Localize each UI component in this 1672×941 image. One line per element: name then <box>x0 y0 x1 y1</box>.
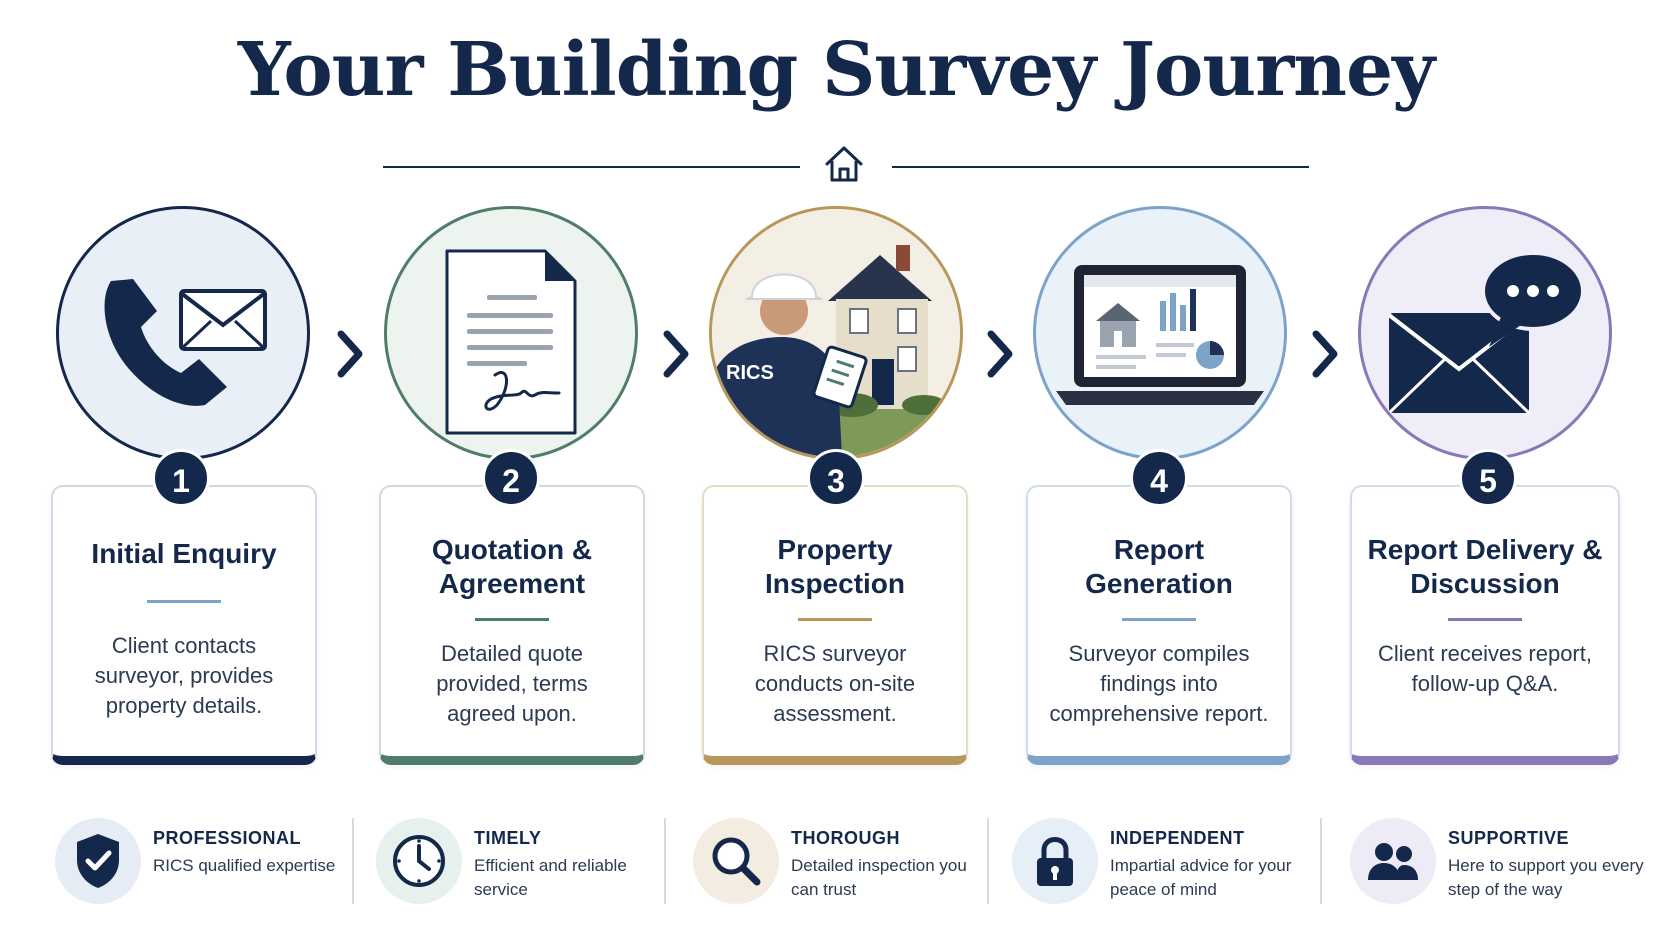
feature-thorough: THOROUGH Detailed inspection you can tru… <box>693 818 983 908</box>
feature-professional: PROFESSIONAL RICS qualified expertise <box>55 818 345 908</box>
step-card-1: Initial Enquiry Client contacts surveyor… <box>51 485 317 765</box>
clock-icon <box>393 835 445 887</box>
step-title: Report Delivery & Discussion <box>1367 534 1603 599</box>
step-divider <box>475 618 549 621</box>
feature-description: RICS qualified expertise <box>153 856 336 875</box>
chevron-right-icon <box>1312 330 1338 378</box>
step-number-2: 2 <box>482 449 540 507</box>
step-number-3: 3 <box>807 449 865 507</box>
step-description: Client receives report, follow-up Q&A. <box>1378 641 1592 696</box>
feature-description: Here to support you every step of the wa… <box>1448 856 1644 899</box>
step-title: Report Generation <box>1085 534 1233 599</box>
chevron-right-icon <box>337 330 363 378</box>
people-icon <box>1368 843 1418 880</box>
step-5-illustration <box>1358 206 1612 460</box>
step-2-illustration <box>384 206 638 460</box>
feature-title: THOROUGH <box>791 828 900 848</box>
step-number-1: 1 <box>152 449 210 507</box>
step-number-4: 4 <box>1130 449 1188 507</box>
feature-title: PROFESSIONAL <box>153 828 302 848</box>
feature-supportive: SUPPORTIVE Here to support you every ste… <box>1350 818 1650 908</box>
feature-title: SUPPORTIVE <box>1448 828 1570 848</box>
step-divider <box>147 600 221 603</box>
step-description: RICS surveyor conducts on-site assessmen… <box>754 641 916 726</box>
feature-divider <box>987 818 989 904</box>
step-title: Quotation & Agreement <box>431 534 593 599</box>
envelope-chat-icon <box>1387 251 1585 415</box>
step-card-4: Report Generation Surveyor compiles find… <box>1026 485 1292 765</box>
step-4-illustration <box>1033 206 1287 460</box>
step-description: Detailed quote provided, terms agreed up… <box>436 641 588 726</box>
step-card-3: Property Inspection RICS surveyor conduc… <box>702 485 968 765</box>
feature-independent: INDEPENDENT Impartial advice for your pe… <box>1012 818 1312 908</box>
step-title: Initial Enquiry <box>91 538 277 569</box>
padlock-icon <box>1037 837 1073 886</box>
step-divider <box>798 618 872 621</box>
rics-badge-text: RICS <box>726 362 774 384</box>
step-description: Client contacts surveyor, provides prope… <box>94 633 274 718</box>
laptop-report-icon <box>1056 265 1264 405</box>
step-3-illustration: RICS <box>709 206 963 460</box>
feature-description: Efficient and reliable service <box>474 856 627 899</box>
feature-title: TIMELY <box>474 828 542 848</box>
feature-description: Detailed inspection you can trust <box>791 856 967 899</box>
surveyor-house-icon: RICS <box>712 209 960 457</box>
step-number-5: 5 <box>1459 449 1517 507</box>
signed-document-icon <box>445 249 577 435</box>
page-title: Your Building Survey Journey <box>237 27 1435 113</box>
feature-title: INDEPENDENT <box>1110 828 1245 848</box>
feature-divider <box>664 818 666 904</box>
title-divider-right <box>892 166 1309 168</box>
shield-check-icon <box>77 834 119 888</box>
step-divider <box>1448 618 1522 621</box>
title-divider-left <box>383 166 800 168</box>
step-card-5: Report Delivery & Discussion Client rece… <box>1350 485 1620 765</box>
chevron-right-icon <box>987 330 1013 378</box>
magnifier-icon <box>712 837 761 886</box>
step-title: Property Inspection <box>764 534 905 599</box>
step-card-2: Quotation & Agreement Detailed quote pro… <box>379 485 645 765</box>
feature-divider <box>352 818 354 904</box>
step-description: Surveyor compiles findings into comprehe… <box>1049 641 1269 726</box>
step-1-illustration <box>56 206 310 460</box>
phone-envelope-icon <box>104 279 267 406</box>
home-icon <box>825 146 863 182</box>
feature-timely: TIMELY Efficient and reliable service <box>376 818 666 908</box>
feature-divider <box>1320 818 1322 904</box>
feature-description: Impartial advice for your peace of mind <box>1110 856 1292 899</box>
chevron-right-icon <box>663 330 689 378</box>
step-divider <box>1122 618 1196 621</box>
